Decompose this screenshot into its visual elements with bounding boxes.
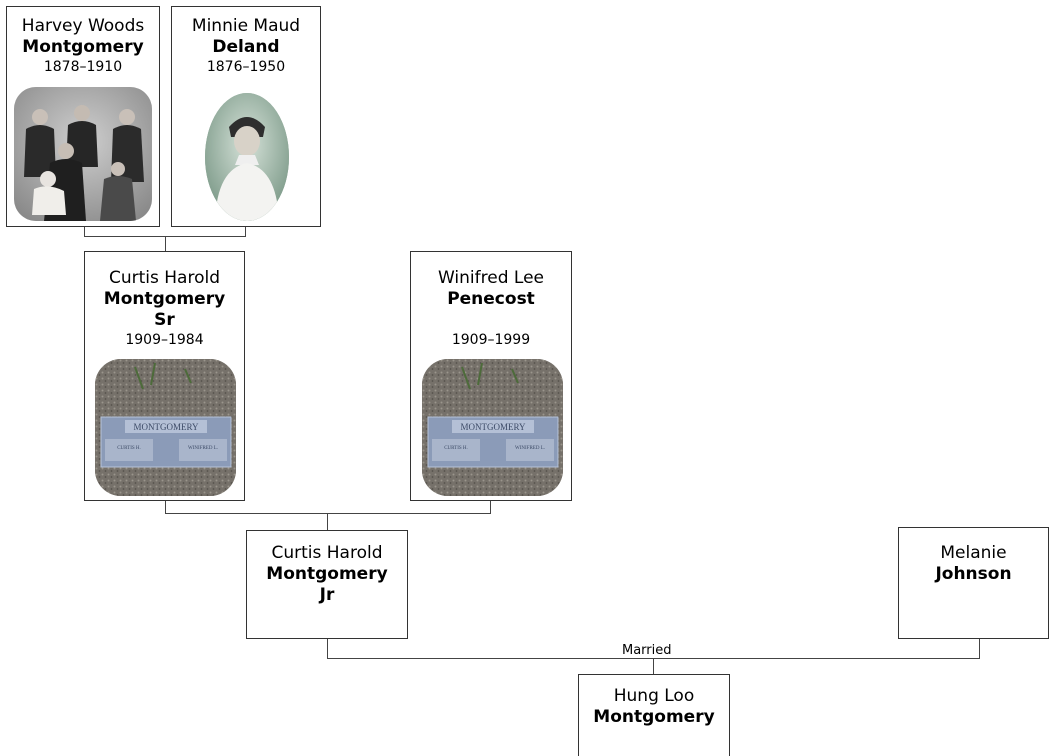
connector-gen2-down-left xyxy=(165,500,166,514)
given-name: Curtis Harold xyxy=(271,543,383,563)
surname: Montgomery xyxy=(266,564,388,584)
connector-marriage-to-child xyxy=(653,658,654,674)
gravestone-photo: MONTGOMERY CURTIS H. WINIFRED L. xyxy=(95,359,236,496)
given-name: Minnie Maud xyxy=(191,16,301,36)
connector-gen3-down-right xyxy=(979,638,980,659)
person-card-curtis-montgomery-sr[interactable]: Curtis Harold Montgomery Sr 1909–1984 MO… xyxy=(84,251,245,501)
given-name: Hung Loo xyxy=(613,686,695,706)
life-dates: 1876–1950 xyxy=(206,59,286,75)
family-photo xyxy=(14,87,152,221)
person-card-harvey-montgomery[interactable]: Harvey Woods Montgomery 1878–1910 xyxy=(6,6,160,227)
surname: Montgomery xyxy=(103,289,226,309)
surname-suffix: Sr xyxy=(154,310,175,330)
surname: Johnson xyxy=(935,564,1012,584)
gravestone-right-name: WINIFRED L. xyxy=(188,446,218,451)
gravestone-family-name: MONTGOMERY xyxy=(460,422,526,432)
connector-gen1-down-right xyxy=(245,226,246,237)
given-name: Winifred Lee xyxy=(437,268,544,288)
person-card-hung-montgomery[interactable]: Hung Loo Montgomery xyxy=(578,674,730,756)
person-card-minnie-deland[interactable]: Minnie Maud Deland 1876–1950 xyxy=(171,6,321,227)
person-card-curtis-montgomery-jr[interactable]: Curtis Harold Montgomery Jr xyxy=(246,530,408,639)
connector-gen1-down-left xyxy=(84,226,85,237)
married-label: Married xyxy=(620,643,674,658)
gravestone-left-name: CURTIS H. xyxy=(117,446,141,451)
person-card-melanie-johnson[interactable]: Melanie Johnson xyxy=(898,527,1049,639)
surname: Montgomery xyxy=(593,707,715,727)
connector-gen3-down-left xyxy=(327,638,328,659)
surname: Penecost xyxy=(447,289,535,309)
life-dates: 1909–1984 xyxy=(125,332,204,348)
surname: Deland xyxy=(212,37,280,57)
gravestone-photo: MONTGOMERY CURTIS H. WINIFRED L. xyxy=(422,359,563,496)
person-card-winifred-penecost[interactable]: Winifred Lee Penecost 1909–1999 MONTGOME… xyxy=(410,251,572,501)
life-dates: 1878–1910 xyxy=(43,59,123,75)
gravestone-left-name: CURTIS H. xyxy=(444,446,468,451)
surname-suffix: Jr xyxy=(319,585,335,605)
connector-gen2-horizontal xyxy=(165,513,491,514)
given-name: Harvey Woods xyxy=(21,16,145,36)
portrait-photo xyxy=(205,93,289,221)
gravestone-family-name: MONTGOMERY xyxy=(133,422,199,432)
connector-gen2-to-child xyxy=(327,513,328,530)
connector-gen2-down-right xyxy=(490,500,491,514)
connector-gen1-to-child xyxy=(165,236,166,251)
given-name: Melanie xyxy=(940,543,1007,563)
surname: Montgomery xyxy=(22,37,144,57)
given-name: Curtis Harold xyxy=(108,268,220,288)
gravestone-right-name: WINIFRED L. xyxy=(515,446,545,451)
life-dates: 1909–1999 xyxy=(451,332,531,348)
